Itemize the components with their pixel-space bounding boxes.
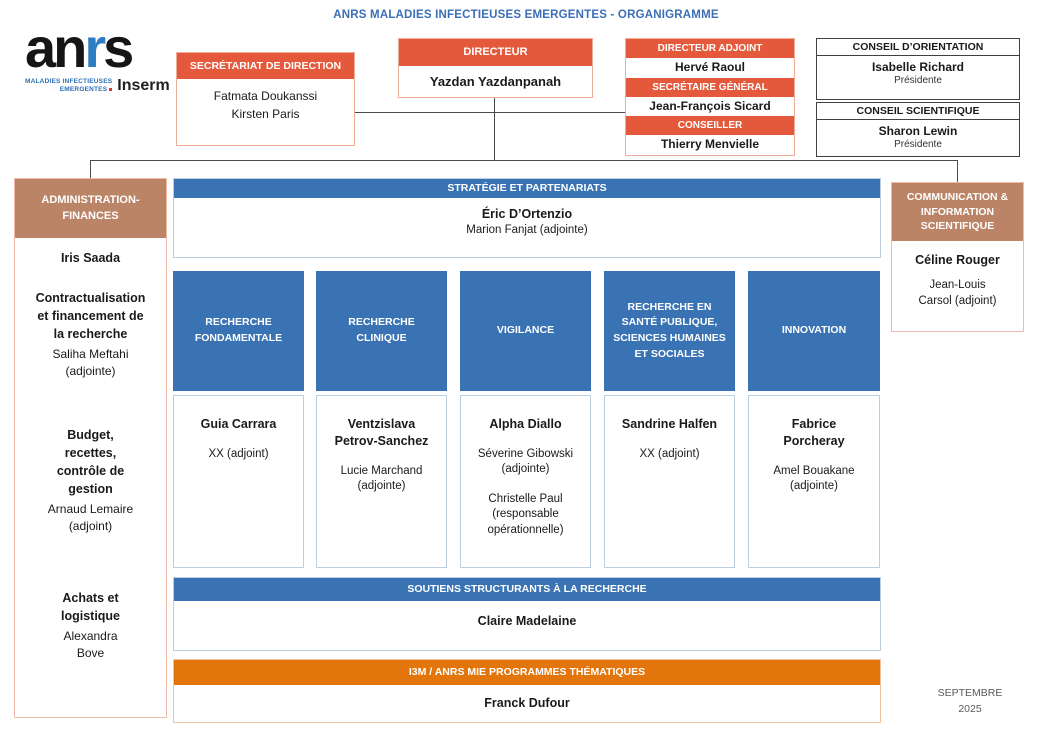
dept-lead-name: Sandrine Halfen	[621, 417, 718, 431]
i3m-name: Franck Dufour	[484, 696, 570, 710]
administration-finances-title: ADMINISTRATION-FINANCES	[15, 179, 166, 238]
conseil-orientation-role: Présidente	[894, 75, 942, 86]
dept-people-box: Sandrine Halfen XX (adjoint)	[604, 395, 735, 568]
connector-line	[957, 160, 958, 182]
conseil-scientifique-role: Présidente	[894, 139, 942, 150]
soutiens-title: SOUTIENS STRUCTURANTS À LA RECHERCHE	[174, 578, 880, 601]
admin-section-person: Arnaud Lemaire (adjoint)	[47, 502, 134, 534]
admin-section-achats: Achats et logistique Alexandra Bove	[15, 589, 166, 662]
dept-recherche-sante-publique: RECHERCHE EN SANTÉ PUBLIQUE, SCIENCES HU…	[604, 271, 735, 568]
dept-people-box: Ventzislava Petrov-Sanchez Lucie Marchan…	[316, 395, 447, 568]
dept-title: RECHERCHE CLINIQUE	[316, 271, 447, 391]
dept-people-box: Guia Carrara XX (adjoint)	[173, 395, 304, 568]
conseil-scientifique-name: Sharon Lewin	[878, 124, 958, 138]
strategie-partenariats-box: STRATÉGIE ET PARTENARIATS Éric D’Ortenzi…	[173, 178, 881, 258]
conseiller-name: Thierry Menvielle	[660, 137, 760, 151]
logo-subtitle-line1: MALADIES INFECTIEUSES	[25, 78, 113, 85]
secretaire-general-name: Jean-François Sicard	[649, 98, 771, 113]
conseil-orientation-name: Isabelle Richard	[871, 60, 965, 74]
dept-title: RECHERCHE EN SANTÉ PUBLIQUE, SCIENCES HU…	[604, 271, 735, 391]
admin-section-contractualisation: Contractualisation et financement de la …	[15, 289, 166, 380]
connector-line	[355, 112, 625, 113]
secretaire-general-title: SECRÉTAIRE GÉNÉRAL	[626, 77, 794, 97]
dept-vigilance: VIGILANCE Alpha Diallo Séverine Gibowski…	[460, 271, 591, 568]
communication-deputy: Jean-Louis Carsol (adjoint)	[918, 279, 997, 308]
dept-title: INNOVATION	[748, 271, 880, 391]
dept-lead-name: Fabrice Porcheray	[783, 417, 845, 448]
dept-person: XX (adjoint)	[208, 447, 269, 460]
dept-person: XX (adjoint)	[639, 447, 700, 460]
dept-person: Christelle Paul (responsable opérationne…	[487, 492, 564, 536]
directeur-name: Yazdan Yazdanpanah	[429, 74, 562, 89]
dept-recherche-clinique: RECHERCHE CLINIQUE Ventzislava Petrov-Sa…	[316, 271, 447, 568]
directeur-adjoint-title: DIRECTEUR ADJOINT	[626, 39, 794, 58]
connector-line	[494, 97, 495, 161]
communication-title: COMMUNICATION & INFORMATION SCIENTIFIQUE	[892, 183, 1023, 242]
dept-person: Amel Bouakane (adjointe)	[773, 464, 855, 493]
dept-title: VIGILANCE	[460, 271, 591, 391]
strategie-name: Éric D’Ortenzio	[481, 207, 573, 221]
secretariat-direction-box: SECRÉTARIAT DE DIRECTION Fatmata Doukans…	[176, 52, 355, 146]
dept-person: Lucie Marchand (adjointe)	[340, 464, 423, 493]
directeur-box: DIRECTEUR Yazdan Yazdanpanah	[398, 38, 593, 98]
dept-recherche-fondamentale: RECHERCHE FONDAMENTALE Guia Carrara XX (…	[173, 271, 304, 568]
admin-section-title: Contractualisation et financement de la …	[35, 291, 146, 342]
connector-line	[90, 160, 91, 178]
connector-line	[90, 160, 958, 161]
dept-innovation: INNOVATION Fabrice Porcheray Amel Bouaka…	[748, 271, 880, 568]
admin-section-person: Alexandra Bove	[63, 629, 118, 661]
strategie-deputy: Marion Fanjat (adjointe)	[466, 224, 588, 236]
dept-person: Séverine Gibowski (adjointe)	[477, 447, 574, 476]
administration-finances-head-name: Iris Saada	[60, 251, 121, 265]
admin-section-title: Budget, recettes, contrôle de gestion	[56, 427, 125, 497]
direction-stack-box: DIRECTEUR ADJOINT Hervé Raoul SECRÉTAIRE…	[625, 38, 795, 156]
conseil-scientifique-title: CONSEIL SCIENTIFIQUE	[817, 103, 1019, 120]
logo-red-dot-icon	[109, 88, 113, 92]
i3m-programmes-box: I3M / ANRS MIE PROGRAMMES THÉMATIQUES Fr…	[173, 659, 881, 723]
admin-section-title: Achats et logistique	[60, 591, 121, 624]
directeur-adjoint-name: Hervé Raoul	[674, 60, 746, 74]
conseil-orientation-box: CONSEIL D’ORIENTATION Isabelle Richard P…	[816, 38, 1020, 100]
secretariat-direction-title: SECRÉTARIAT DE DIRECTION	[177, 53, 354, 80]
communication-name: Céline Rouger	[915, 253, 1000, 268]
secretariat-direction-names: Fatmata Doukanssi Kirsten Paris	[213, 89, 318, 122]
dept-people-box: Fabrice Porcheray Amel Bouakane (adjoint…	[748, 395, 880, 568]
conseil-scientifique-box: CONSEIL SCIENTIFIQUE Sharon Lewin Présid…	[816, 102, 1020, 157]
dept-lead-name: Alpha Diallo	[489, 417, 562, 431]
communication-information-box: COMMUNICATION & INFORMATION SCIENTIFIQUE…	[891, 182, 1024, 332]
dept-people-box: Alpha Diallo Séverine Gibowski (adjointe…	[460, 395, 591, 568]
logo-letter-r: r	[84, 16, 106, 79]
logo-subtitle: MALADIES INFECTIEUSES EMERGENTES	[25, 78, 113, 94]
admin-section-budget: Budget, recettes, contrôle de gestion Ar…	[15, 426, 166, 535]
dept-lead-name: Guia Carrara	[200, 417, 277, 431]
inserm-wordmark: Inserm	[117, 77, 170, 95]
logo-letter-s: s	[103, 16, 134, 79]
page-title: ANRS MALADIES INFECTIEUSES EMERGENTES - …	[333, 9, 719, 21]
conseiller-title: CONSEILLER	[626, 116, 794, 135]
conseil-orientation-title: CONSEIL D’ORIENTATION	[817, 39, 1019, 56]
strategie-partenariats-title: STRATÉGIE ET PARTENARIATS	[174, 179, 880, 198]
directeur-title: DIRECTEUR	[399, 39, 592, 66]
administration-finances-box: ADMINISTRATION-FINANCES Iris Saada Contr…	[14, 178, 167, 718]
dept-title: RECHERCHE FONDAMENTALE	[173, 271, 304, 391]
soutiens-name: Claire Madelaine	[477, 614, 577, 628]
logo-subtitle-line2: EMERGENTES	[59, 86, 108, 94]
i3m-title: I3M / ANRS MIE PROGRAMMES THÉMATIQUES	[174, 660, 880, 685]
dept-lead-name: Ventzislava Petrov-Sanchez	[334, 417, 429, 448]
logo-letters-an: an	[25, 16, 87, 79]
anrs-inserm-logo: anrs MALADIES INFECTIEUSES EMERGENTES In…	[25, 20, 175, 94]
date-label: SEPTEMBRE 2025	[937, 687, 1003, 716]
admin-section-person: Saliha Meftahi (adjointe)	[52, 347, 129, 379]
anrs-logo-wordmark: anrs	[25, 20, 175, 76]
soutiens-structurants-box: SOUTIENS STRUCTURANTS À LA RECHERCHE Cla…	[173, 577, 881, 651]
